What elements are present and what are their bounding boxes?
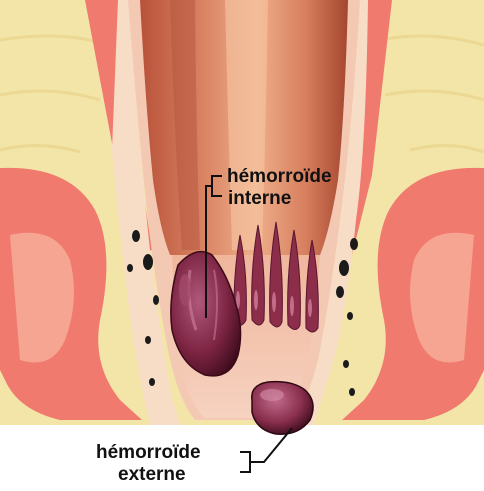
external-hemorrhoid-label: hémorroïde bbox=[96, 442, 201, 463]
internal-hemorrhoid-label-line2: interne bbox=[228, 188, 291, 209]
rectal-lumen-highlight bbox=[225, 0, 268, 250]
external-hemorrhoid bbox=[252, 382, 313, 435]
external-hemorrhoid-label-line2: externe bbox=[118, 464, 186, 485]
internal-hemorrhoid-label: hémorroïde bbox=[227, 166, 332, 187]
